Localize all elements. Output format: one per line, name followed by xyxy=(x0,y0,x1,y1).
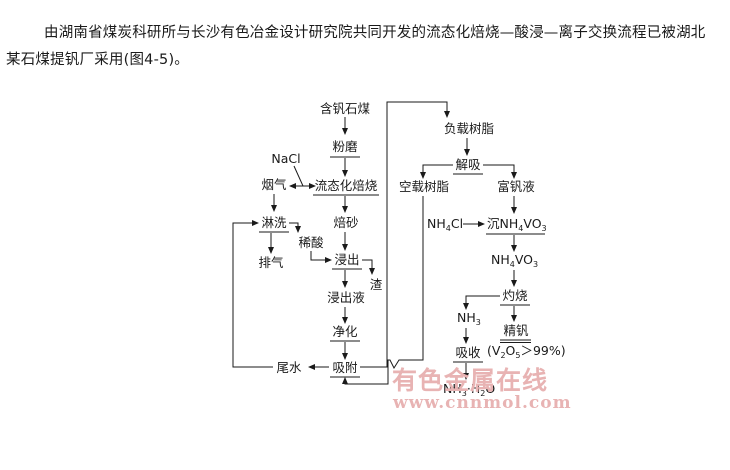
desorption-step: 解吸 xyxy=(455,157,481,172)
leach-liquor-label: 浸出液 xyxy=(327,290,365,305)
nh4cl-label: NH4Cl xyxy=(427,216,463,233)
arrow-dilute-acid-to-leaching xyxy=(310,251,332,263)
roasting-step: 流态化焙烧 xyxy=(315,178,378,193)
tail-water-label: 尾水 xyxy=(276,360,302,375)
intro-paragraph: 由湖南省煤炭科研所与长沙有色冶金设计研究院共同开发的流态化焙烧—酸浸—离子交换流… xyxy=(6,25,706,68)
nacl-arrow xyxy=(293,165,316,189)
purity-label: (V2O5＞99%) xyxy=(487,343,566,360)
arrow-leaching-to-residue xyxy=(362,259,375,275)
flue-gas-label: 烟气 xyxy=(261,177,287,192)
calcine-label: 焙砂 xyxy=(333,215,358,230)
calcination-step: 灼烧 xyxy=(502,288,528,303)
watermark-text: 有色金属在线 xyxy=(392,366,549,395)
ammonia-label: NH3 xyxy=(457,310,481,327)
exhaust-label: 排气 xyxy=(258,255,284,270)
rich-liquor-label: 富钒液 xyxy=(497,179,535,194)
scrubbing-step: 淋洗 xyxy=(261,215,287,230)
arrow-to-rich-liquor xyxy=(483,164,517,179)
adsorption-step: 吸附 xyxy=(332,360,358,375)
ammonium-vanadate-label: NH4VO3 xyxy=(491,252,538,269)
arrow-calcination-to-ammonia xyxy=(463,295,500,310)
leaching-step: 浸出 xyxy=(334,252,359,267)
refined-vanadium-label: 精钒 xyxy=(503,323,529,338)
raw-material-label: 含钒石煤 xyxy=(320,101,371,116)
grinding-step: 粉磨 xyxy=(332,139,358,154)
dilute-acid-label: 稀酸 xyxy=(298,235,324,250)
purification-step: 净化 xyxy=(332,324,358,339)
residue-label: 渣 xyxy=(370,277,383,292)
arrow-scrubbing-to-dilute-acid xyxy=(289,222,301,233)
watermark-url: www.cnnmol.com xyxy=(393,393,572,413)
precipitation-step: 沉NH4VO3 xyxy=(487,216,547,233)
ammonia-water-label: NH3·H2O xyxy=(443,381,495,398)
absorption-step: 吸收 xyxy=(455,345,481,360)
loaded-resin-label: 负载树脂 xyxy=(444,121,494,136)
arrow-to-empty-resin xyxy=(420,164,453,179)
empty-resin-label: 空载树脂 xyxy=(399,179,449,194)
empty-resin-return-line xyxy=(342,196,424,385)
nacl-label: NaCl xyxy=(271,151,300,166)
loaded-resin-line xyxy=(360,101,450,368)
tail-water-recycle-line xyxy=(232,220,273,368)
